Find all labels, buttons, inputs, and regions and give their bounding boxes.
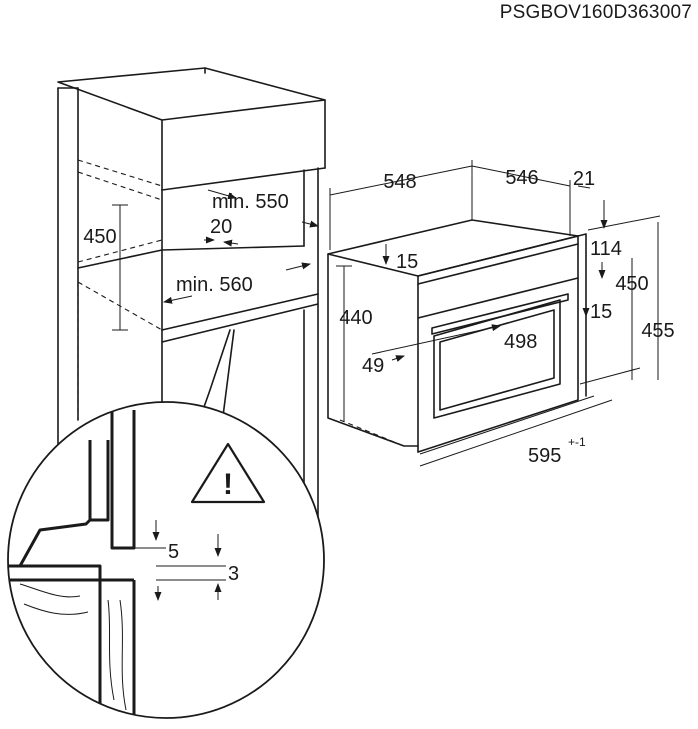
warning-symbol: ! bbox=[223, 468, 233, 501]
oven-side-offset-label: 15 bbox=[396, 251, 418, 273]
cabinet-height-label: 450 bbox=[83, 226, 116, 248]
oven-height-label: 450 bbox=[615, 273, 648, 295]
oven-side-distance-label: 49 bbox=[362, 355, 384, 377]
detail-gap-top-label: 5 bbox=[168, 541, 179, 563]
cabinet-gap-label: 20 bbox=[210, 216, 232, 238]
oven-depth-body-label: 546 bbox=[505, 167, 538, 189]
cabinet-width-label: min. 560 bbox=[176, 274, 253, 296]
oven-inner-width-label: 498 bbox=[504, 331, 537, 353]
detail-circle: ! 5 3 bbox=[7, 401, 325, 719]
oven-body-height-label: 440 bbox=[339, 307, 372, 329]
detail-circle-outline bbox=[7, 401, 325, 719]
detail-gap-bottom-label: 3 bbox=[228, 563, 239, 585]
cabinet-depth-label: min. 550 bbox=[212, 191, 289, 213]
oven-width-tolerance-label: +-1 bbox=[568, 435, 586, 449]
oven-depth-total-label: 548 bbox=[383, 171, 416, 193]
document-code: PSGBOV160D363007 bbox=[500, 2, 692, 23]
oven-handle-offset-label: 15 bbox=[590, 301, 612, 323]
cabinet-dimensions: 450 min. 550 20 min. 560 bbox=[83, 189, 319, 331]
oven-width-label: 595 bbox=[528, 445, 561, 467]
oven-dimensions: 548 546 21 114 450 455 15 440 15 498 49 … bbox=[329, 160, 675, 467]
oven-top-offset-label: 114 bbox=[590, 238, 622, 260]
warning-triangle-icon: ! bbox=[190, 442, 266, 504]
oven-drawing bbox=[327, 219, 587, 453]
oven-height-total-label: 455 bbox=[641, 320, 674, 342]
oven-front-thickness-label: 21 bbox=[573, 168, 595, 190]
